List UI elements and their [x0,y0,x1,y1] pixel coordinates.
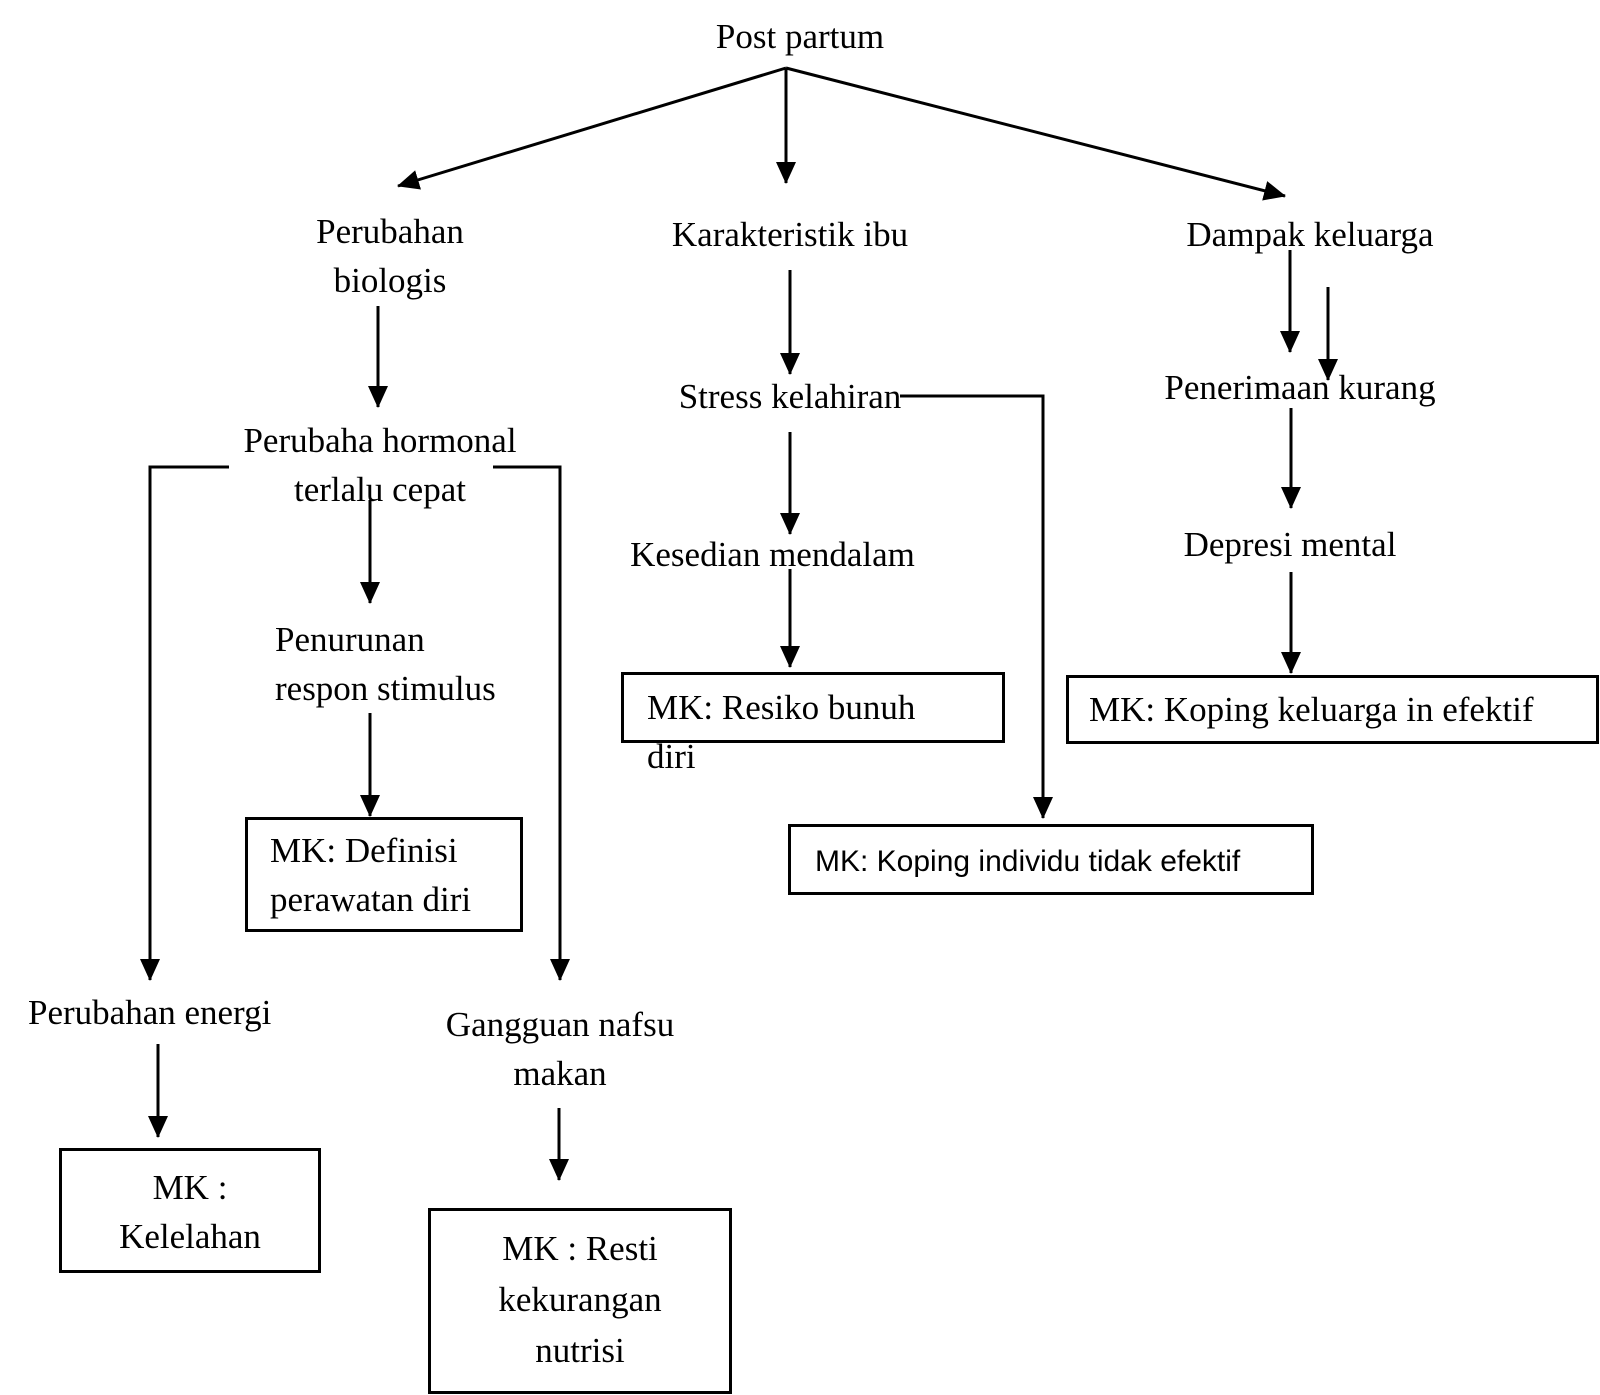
node-penerimaan-kurang: Penerimaan kurang [1164,368,1436,407]
diagnosis-box-definisi: MK: Definisi perawatan diri [245,817,523,932]
arrow-root-to-keluarga [785,66,1286,201]
diagnosis-resiko-line-2: diri [647,737,696,776]
node-karakteristik-ibu: Karakteristik ibu [671,215,909,254]
diagnosis-box-resiko [621,672,1005,743]
diagnosis-kelelahan-text: MK : Kelelahan [62,1163,318,1261]
diagnosis-koping-keluarga-text: MK: Koping keluarga in efektif [1089,690,1534,729]
node-kesedian-mendalam: Kesedian mendalam [630,535,915,574]
arrow-hormonal-to-nafsu [493,465,570,981]
diagnosis-definisi-text: MK: Definisi perawatan diri [270,826,520,924]
node-gangguan-nafsu-makan: Gangguan nafsu makan [410,1000,710,1098]
node-perubaha-hormonal: Perubaha hormonal terlalu cepat [200,416,560,514]
diagnosis-resiko-text: MK: Resiko bunuh diri [647,683,967,781]
diagnosis-box-koping-keluarga: MK: Koping keluarga in efektif [1066,675,1599,744]
node-perubahan-biologis-line-1: Perubahan [316,212,464,251]
node-gangguan-nafsu-line-2: makan [513,1054,607,1093]
diagnosis-resti-line-3: nutrisi [535,1331,625,1370]
diagnosis-kelelahan-line-2: Kelelahan [119,1217,261,1256]
arrow-stress-to-koping-individu [900,394,1053,819]
diagnosis-definisi-line-1: MK: Definisi [270,831,458,870]
node-perubahan-biologis: Perubahan biologis [240,207,540,305]
node-perubaha-hormonal-line-1: Perubaha hormonal [243,421,517,460]
node-penurunan-respon: Penurunan respon stimulus [275,615,555,713]
diagnosis-box-resti: MK : Resti kekurangan nutrisi [428,1208,732,1394]
diagnosis-box-koping-individu: MK: Koping individu tidak efektif [788,824,1314,895]
diagnosis-resiko-line-1: MK: Resiko bunuh [647,688,916,727]
diagnosis-resti-line-2: kekurangan [498,1280,662,1319]
node-penurunan-respon-line-2: respon stimulus [275,669,496,708]
node-stress-kelahiran: Stress kelahiran [678,377,902,416]
arrow-root-to-biologis [397,66,787,190]
diagnosis-resti-text: MK : Resti kekurangan nutrisi [431,1223,729,1376]
node-depresi-mental: Depresi mental [1183,525,1397,564]
diagnosis-koping-individu-text: MK: Koping individu tidak efektif [815,845,1241,878]
node-post-partum: Post partum [715,17,885,56]
diagnosis-definisi-line-2: perawatan diri [270,880,472,919]
node-perubaha-hormonal-line-2: terlalu cepat [294,470,466,509]
diagnosis-resti-line-1: MK : Resti [502,1229,658,1268]
node-penurunan-respon-line-1: Penurunan [275,620,425,659]
node-dampak-keluarga: Dampak keluarga [1186,215,1434,254]
arrow-hormonal-to-energi [140,465,229,981]
node-perubahan-biologis-line-2: biologis [333,261,447,300]
node-gangguan-nafsu-line-1: Gangguan nafsu [445,1005,675,1044]
diagnosis-kelelahan-line-1: MK : [152,1168,228,1207]
node-perubahan-energi: Perubahan energi [28,993,272,1032]
diagnosis-box-kelelahan: MK : Kelelahan [59,1148,321,1273]
